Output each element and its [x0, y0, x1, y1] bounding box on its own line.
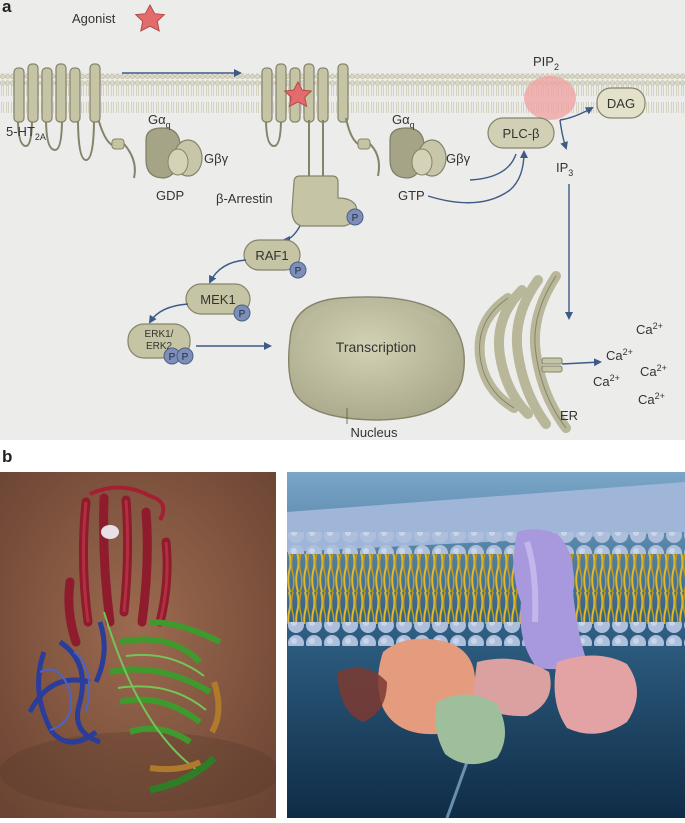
calcium-ions: Ca2+ Ca2+ Ca2+ Ca2+ Ca2+ [593, 321, 667, 407]
svg-text:P: P [352, 213, 359, 224]
gbg-left: Gβγ [204, 151, 229, 166]
protein-ribbon-structure-image [0, 472, 280, 818]
mek1-label: MEK1 [200, 292, 235, 307]
svg-text:Ca2+: Ca2+ [593, 373, 620, 389]
signaling-pathway-panel: 5-HT2A Gαq Gβγ GDP Agonist P β-Arrestin [0, 0, 685, 440]
endoplasmic-reticulum [474, 271, 571, 433]
transcription-label: Transcription [336, 339, 416, 355]
mek-erk-arrow [148, 303, 189, 324]
svg-text:P: P [239, 309, 246, 320]
panel-a-letter: a [2, 0, 12, 16]
svg-text:Ca2+: Ca2+ [606, 347, 633, 363]
erk-label-line2: ERK2 [146, 341, 173, 352]
agonist-label: Agonist [72, 11, 116, 26]
raf1-label: RAF1 [255, 248, 288, 263]
nucleus-label: Nucleus [351, 425, 398, 440]
svg-text:P: P [295, 266, 302, 277]
bound-agonist-star-icon [283, 80, 313, 108]
erk-label-line1: ERK1/ [145, 329, 174, 340]
gbg-right: Gβγ [446, 151, 471, 166]
dag-label: DAG [607, 96, 635, 111]
panel-b-letter: b [2, 447, 13, 466]
er-label: ER [560, 408, 578, 423]
plc-beta-label: PLC-β [502, 126, 539, 141]
svg-text:P: P [169, 352, 176, 363]
galpha-q-left: Gαq [148, 112, 171, 130]
membrane-complex-render-image [287, 472, 685, 819]
beta-arrestin [291, 175, 358, 227]
receptor-label: 5-HT2A [6, 124, 46, 142]
ip3-arrow [559, 119, 568, 150]
phospho-arrestin: P [346, 208, 364, 226]
calcium-release-arrow [561, 358, 602, 367]
nucleus [287, 296, 465, 421]
agonist-star-icon [134, 3, 166, 32]
galpha-q-right: Gαq [392, 112, 415, 130]
pip2-label: PIP2 [533, 54, 559, 72]
svg-text:P: P [182, 352, 189, 363]
raf1 [243, 239, 301, 271]
dag [596, 87, 646, 119]
gdp-label: GDP [156, 188, 184, 203]
mek1 [185, 283, 251, 315]
pathway-diagram: 5-HT2A Gαq Gβγ GDP Agonist P β-Arrestin [0, 3, 685, 440]
gbg-plc-arrow [469, 153, 517, 181]
phospho-raf1: P [289, 261, 307, 279]
beta-arrestin-label: β-Arrestin [216, 191, 273, 206]
g-protein-gtp [389, 127, 447, 179]
svg-text:Ca2+: Ca2+ [638, 391, 665, 407]
svg-text:Ca2+: Ca2+ [640, 363, 667, 379]
receptor-5ht2a-inactive [13, 63, 136, 179]
ip3-label: IP3 [556, 160, 573, 178]
phospho-erk: P P [163, 347, 194, 365]
phospho-mek1: P [233, 304, 251, 322]
dag-arrow [559, 107, 594, 121]
arrestin-raf-arrow [282, 225, 301, 244]
plc-beta [487, 117, 555, 149]
gtp-plc-arrow [427, 150, 528, 204]
gtp-label: GTP [398, 188, 425, 203]
g-protein-gdp [145, 127, 203, 179]
pip2-blob [524, 76, 576, 120]
svg-text:Ca2+: Ca2+ [636, 321, 663, 337]
raf-mek-arrow [209, 259, 247, 284]
